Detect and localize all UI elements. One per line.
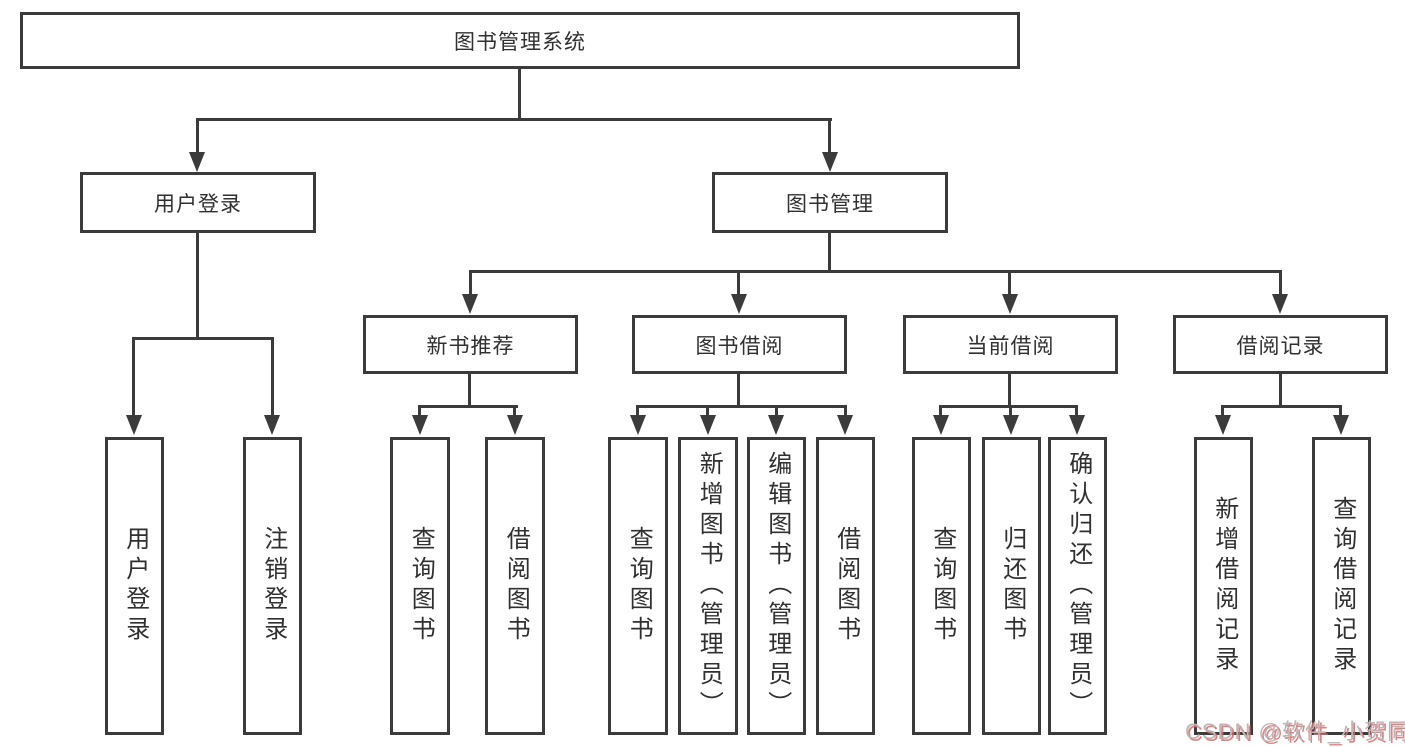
connector-line <box>636 405 639 417</box>
arrowhead-down-icon <box>1002 294 1018 314</box>
connector-line <box>418 405 421 417</box>
connector-line <box>737 270 740 296</box>
node-label: 图书借阅 <box>695 334 784 358</box>
node-book-borrow: 图书借阅 <box>632 315 847 374</box>
arrowhead-down-icon <box>126 415 142 435</box>
leaf-add-borrow-record: 新增借阅记录 <box>1194 437 1253 735</box>
arrowhead-down-icon <box>189 152 205 172</box>
arrowhead-down-icon <box>700 415 716 435</box>
connector-line <box>271 337 274 417</box>
connector-line <box>1339 405 1342 417</box>
connector-line <box>939 405 942 417</box>
connector-line <box>775 405 778 417</box>
connector-line <box>1075 405 1078 417</box>
connector-line <box>418 405 518 408</box>
node-label: 图书管理系统 <box>454 30 586 54</box>
node-book-management: 图书管理 <box>712 172 948 233</box>
connector-line <box>1221 405 1224 417</box>
node-current-borrow: 当前借阅 <box>903 315 1118 374</box>
leaf-label: 新增借阅记录 <box>1210 496 1238 676</box>
connector-line <box>196 118 199 154</box>
connector-line <box>706 405 709 417</box>
leaf-edit-books-admin: 编辑图书（管理员） <box>747 437 806 735</box>
leaf-borrow-books-recommend: 借阅图书 <box>485 437 545 735</box>
connector-line <box>844 405 847 417</box>
connector-line <box>1008 270 1011 296</box>
arrowhead-down-icon <box>264 415 280 435</box>
node-user-login: 用户登录 <box>80 172 316 233</box>
connector-line <box>1279 270 1282 296</box>
leaf-label: 用户登录 <box>121 526 149 646</box>
node-label: 当前借阅 <box>966 334 1055 358</box>
leaf-query-borrow-record: 查询借阅记录 <box>1312 437 1371 735</box>
connector-line <box>828 118 831 154</box>
leaf-user-login: 用户登录 <box>105 437 164 735</box>
connector-line <box>828 233 831 273</box>
arrowhead-down-icon <box>1333 415 1349 435</box>
arrowhead-down-icon <box>1215 415 1231 435</box>
connector-line <box>737 374 740 408</box>
connector-line <box>518 68 521 121</box>
node-library-management-system: 图书管理系统 <box>20 12 1020 69</box>
arrowhead-down-icon <box>731 294 747 314</box>
arrowhead-down-icon <box>630 415 646 435</box>
connector-line <box>468 374 471 408</box>
arrowhead-down-icon <box>462 294 478 314</box>
arrowhead-down-icon <box>837 415 853 435</box>
leaf-label: 借阅图书 <box>502 526 530 646</box>
connector-line <box>469 270 1282 273</box>
node-label: 借阅记录 <box>1236 334 1325 358</box>
connector-line <box>636 405 847 408</box>
leaf-label: 编辑图书（管理员） <box>763 451 791 721</box>
connector-line <box>1221 405 1342 408</box>
leaf-query-books-recommend: 查询图书 <box>390 437 450 735</box>
leaf-logout: 注销登录 <box>243 437 302 735</box>
connector-line <box>469 270 472 296</box>
leaf-query-books-borrow: 查询图书 <box>608 437 668 735</box>
leaf-label: 查询图书 <box>407 526 435 646</box>
arrowhead-down-icon <box>822 152 838 172</box>
leaf-borrow-books: 借阅图书 <box>816 437 875 735</box>
leaf-label: 借阅图书 <box>832 526 860 646</box>
node-label: 新书推荐 <box>426 334 515 358</box>
arrowhead-down-icon <box>1003 415 1019 435</box>
leaf-add-books-admin: 新增图书（管理员） <box>678 437 738 735</box>
arrowhead-down-icon <box>1069 415 1085 435</box>
csdn-watermark: CSDN @软件_小贺同学 <box>1185 719 1405 744</box>
leaf-label: 确认归还（管理员） <box>1064 451 1092 721</box>
arrowhead-down-icon <box>768 415 784 435</box>
leaf-label: 新增图书（管理员） <box>695 451 723 721</box>
node-borrow-records: 借阅记录 <box>1173 315 1388 374</box>
node-new-book-recommend: 新书推荐 <box>363 315 578 374</box>
leaf-label: 查询借阅记录 <box>1328 496 1356 676</box>
leaf-label: 归还图书 <box>998 526 1026 646</box>
leaf-label: 查询图书 <box>625 526 653 646</box>
arrowhead-down-icon <box>1272 294 1288 314</box>
arrowhead-down-icon <box>933 415 949 435</box>
node-label: 图书管理 <box>786 192 874 216</box>
connector-line <box>132 337 274 340</box>
connector-line <box>196 118 832 121</box>
arrowhead-down-icon <box>507 415 523 435</box>
arrowhead-down-icon <box>412 415 428 435</box>
connector-line <box>132 337 135 417</box>
connector-line <box>196 233 199 340</box>
connector-line <box>1279 374 1282 408</box>
leaf-query-books-current: 查询图书 <box>912 437 971 735</box>
connector-line <box>1009 405 1012 417</box>
connector-line <box>513 405 516 417</box>
connector-line <box>1008 374 1011 408</box>
leaf-confirm-return-admin: 确认归还（管理员） <box>1048 437 1107 735</box>
connector-line <box>939 405 1078 408</box>
node-label: 用户登录 <box>154 192 242 216</box>
leaf-label: 注销登录 <box>259 526 287 646</box>
leaf-return-books: 归还图书 <box>982 437 1041 735</box>
leaf-label: 查询图书 <box>928 526 956 646</box>
